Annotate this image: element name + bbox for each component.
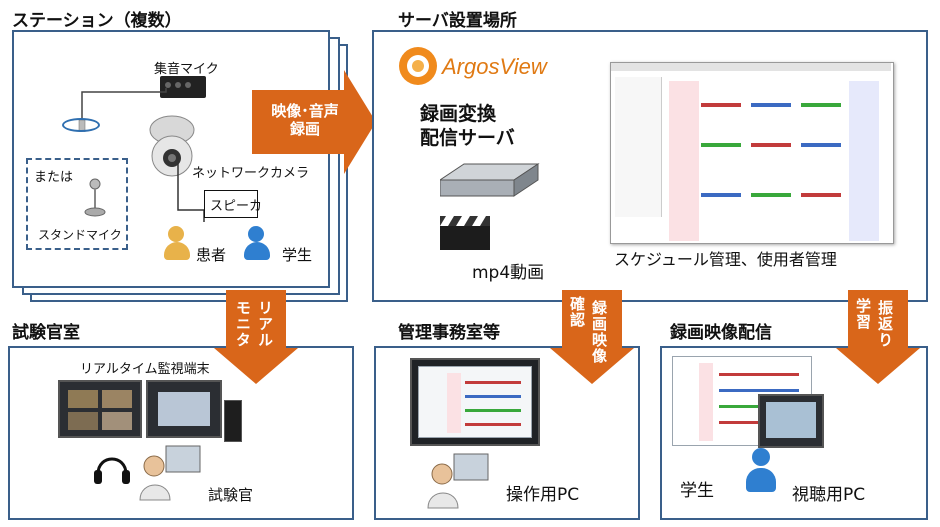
stand-mic-icon <box>84 178 106 217</box>
argosview-logo-icon <box>399 47 437 85</box>
arrow-realtime <box>214 290 298 384</box>
arrow-record-text: 映像･音声 録画 <box>260 102 350 138</box>
student-body-icon <box>244 242 270 260</box>
arrow-record-line1: 映像･音声 <box>271 102 339 120</box>
examiner-person-icon <box>139 445 201 501</box>
camera-label: ネットワークカメラ <box>192 166 310 181</box>
speaker-label: スピーカ <box>210 199 263 214</box>
admin-panel: 操作用PC <box>374 346 640 520</box>
patient-body-icon <box>164 242 190 260</box>
monitor-left <box>58 380 142 438</box>
stand-mic-box: または スタンドマイク <box>26 158 128 250</box>
server-title: サーバ設置場所 <box>398 11 517 31</box>
server-hardware-icon <box>440 163 540 197</box>
station-panel: 集音マイク ネットワークカメラ スピーカ または スタンドマイク 患者 学生 <box>12 30 330 288</box>
examiner-label: 試験官 <box>208 486 254 504</box>
examiner-panel: リアルタイム監視端末 試験官 <box>8 346 354 520</box>
pc-tower-icon <box>224 400 242 442</box>
station-title: ステーション（複数） <box>12 11 182 31</box>
distribution-title: 録画映像配信 <box>670 323 772 343</box>
mic-label: 集音マイク <box>154 62 219 77</box>
mp4-label: mp4動画 <box>472 263 545 283</box>
monitor-right <box>146 380 222 438</box>
viewing-pc-label: 視聴用PC <box>792 485 866 505</box>
arrow-review-col1: 振返り <box>876 300 894 348</box>
mic-pickup-ring-icon <box>62 118 100 132</box>
operator-pc-label: 操作用PC <box>506 485 580 505</box>
speaker-box: スピーカ <box>204 190 262 218</box>
arrow-realtime-col2: モニタ <box>234 300 252 348</box>
schedule-label: スケジュール管理、使用者管理 <box>614 250 837 269</box>
schedule-screenshot <box>610 62 894 244</box>
arrow-confirm <box>550 290 634 384</box>
arrow-record <box>252 70 376 174</box>
mic-device-icon <box>160 76 206 98</box>
server-panel: ArgosView 録画変換 配信サーバ mp4動画 スケジュール管理、使用者管… <box>372 30 928 302</box>
student-label: 学生 <box>282 246 313 264</box>
headset-icon <box>94 457 130 484</box>
arrow-confirm-col1: 録画映像 <box>590 300 608 364</box>
clapperboard-icon <box>440 216 490 250</box>
encoder-line1: 録画変換 <box>420 103 497 125</box>
distribution-panel: 学生 視聴用PC <box>660 346 928 520</box>
arrow-review-col2: 学習 <box>854 298 872 330</box>
encoder-line2: 配信サーバ <box>420 127 515 149</box>
arrow-review <box>836 290 920 384</box>
student-head-icon <box>248 226 264 242</box>
distribution-student-head-icon <box>752 448 770 466</box>
distribution-student-body-icon <box>746 468 776 492</box>
arrow-realtime-col1: リアル <box>256 300 274 348</box>
or-label: または <box>34 170 74 185</box>
stand-mic-label: スタンドマイク <box>38 228 122 242</box>
admin-title: 管理事務室等 <box>398 323 500 343</box>
argosview-logo-text: ArgosView <box>442 54 547 79</box>
admin-screen <box>418 366 532 438</box>
arrow-record-line2: 録画 <box>289 120 320 138</box>
patient-head-icon <box>168 226 184 242</box>
examiner-title: 試験官室 <box>12 323 80 343</box>
patient-label: 患者 <box>196 246 227 264</box>
distribution-student-label: 学生 <box>680 481 714 501</box>
network-camera-icon <box>149 115 195 177</box>
operator-person-icon <box>427 453 489 509</box>
admin-monitor <box>410 358 540 446</box>
arrow-confirm-col2: 確認 <box>568 296 586 328</box>
terminal-label: リアルタイム監視端末 <box>80 362 210 377</box>
viewing-monitor <box>758 394 824 448</box>
encoder-label: 録画変換 配信サーバ <box>420 102 515 150</box>
